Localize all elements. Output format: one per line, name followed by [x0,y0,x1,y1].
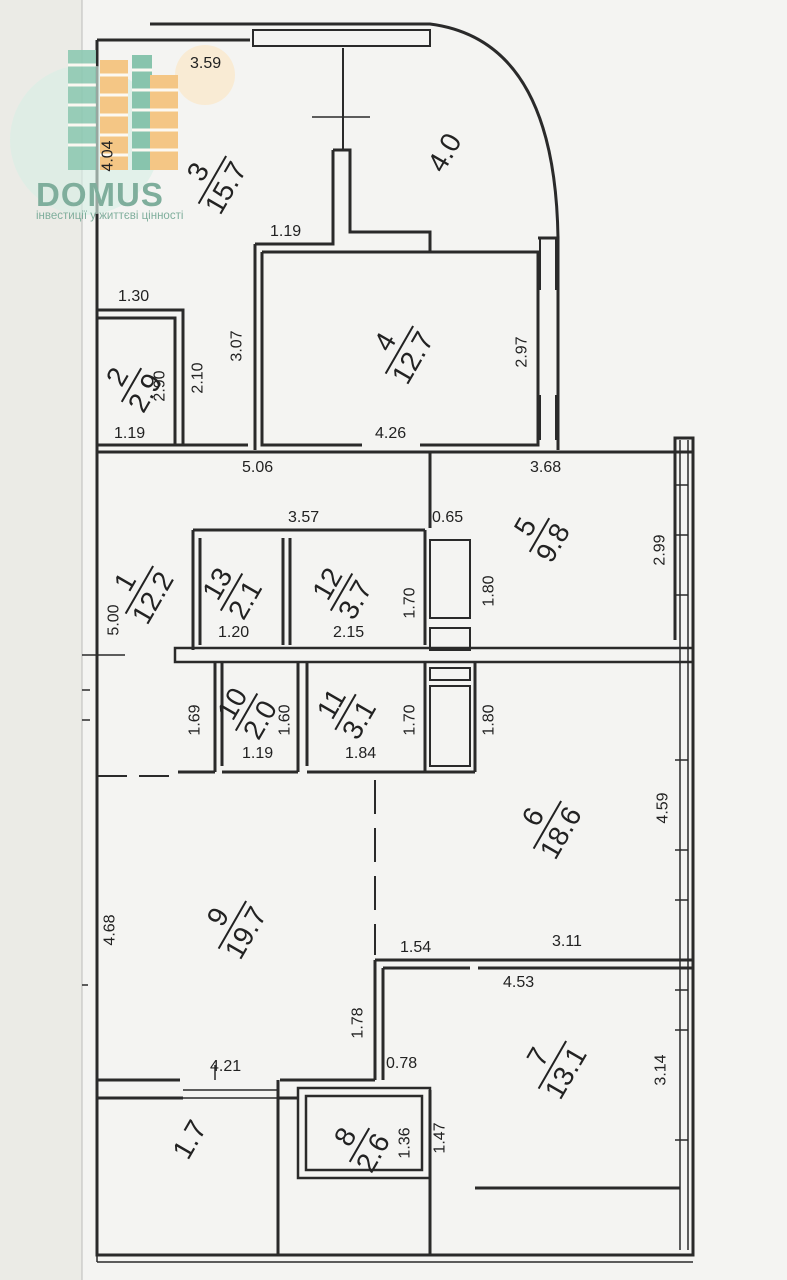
dimension-label: 1.30 [118,288,150,305]
domus-logo-icon [10,45,235,215]
dimension-label: 1.36 [396,1127,414,1159]
dimension-label: 1.78 [349,1007,367,1039]
dimension-label: 4.26 [375,425,407,442]
dimension-label: 3.11 [552,933,582,950]
dimension-label: 2.90 [151,370,169,402]
left-margin-strip [0,0,82,1280]
dimension-label: 1.20 [218,624,250,641]
dimension-label: 3.68 [530,459,562,476]
dimension-label: 3.57 [288,509,320,526]
dimension-label: 2.99 [651,534,669,566]
dimension-label: 0.65 [432,509,464,526]
dimension-label: 1.69 [186,704,204,736]
dimension-label: 5.00 [105,604,123,636]
logo-name: DOMUS [36,176,164,213]
walls [95,22,695,1263]
dimension-label: 3.14 [652,1054,670,1086]
dimension-label: 4.68 [101,914,119,946]
dimension-label: 4.21 [210,1058,242,1075]
dimension-label: 5.06 [242,459,274,476]
dimension-label: 4.04 [99,140,117,172]
dimension-label: 1.19 [270,223,302,240]
logo-tagline: інвестиції у життєві цінності [36,210,184,222]
dimension-label: 1.54 [400,939,432,956]
dimension-marks [82,654,216,1080]
dimension-label: 4.53 [503,974,535,991]
dimension-label: 1.80 [480,575,498,607]
dimension-label: 2.97 [513,336,531,368]
dimension-label: 1.19 [114,425,146,442]
dimension-label: 1.60 [276,704,294,736]
dimension-label: 1.19 [242,745,274,762]
dimension-label: 2.15 [333,624,365,641]
dimension-label: 1.70 [401,587,419,619]
dimension-label: 0.78 [386,1055,418,1072]
dimension-label: 1.47 [431,1122,449,1154]
dimension-label: 1.84 [345,745,377,762]
dimension-label: 3.59 [190,55,222,72]
dimension-label: 2.10 [189,362,207,394]
dimension-label: 1.80 [480,704,498,736]
dimension-label: 1.70 [401,704,419,736]
dimension-label: 3.07 [228,330,246,362]
dimension-label: 4.59 [654,792,672,824]
